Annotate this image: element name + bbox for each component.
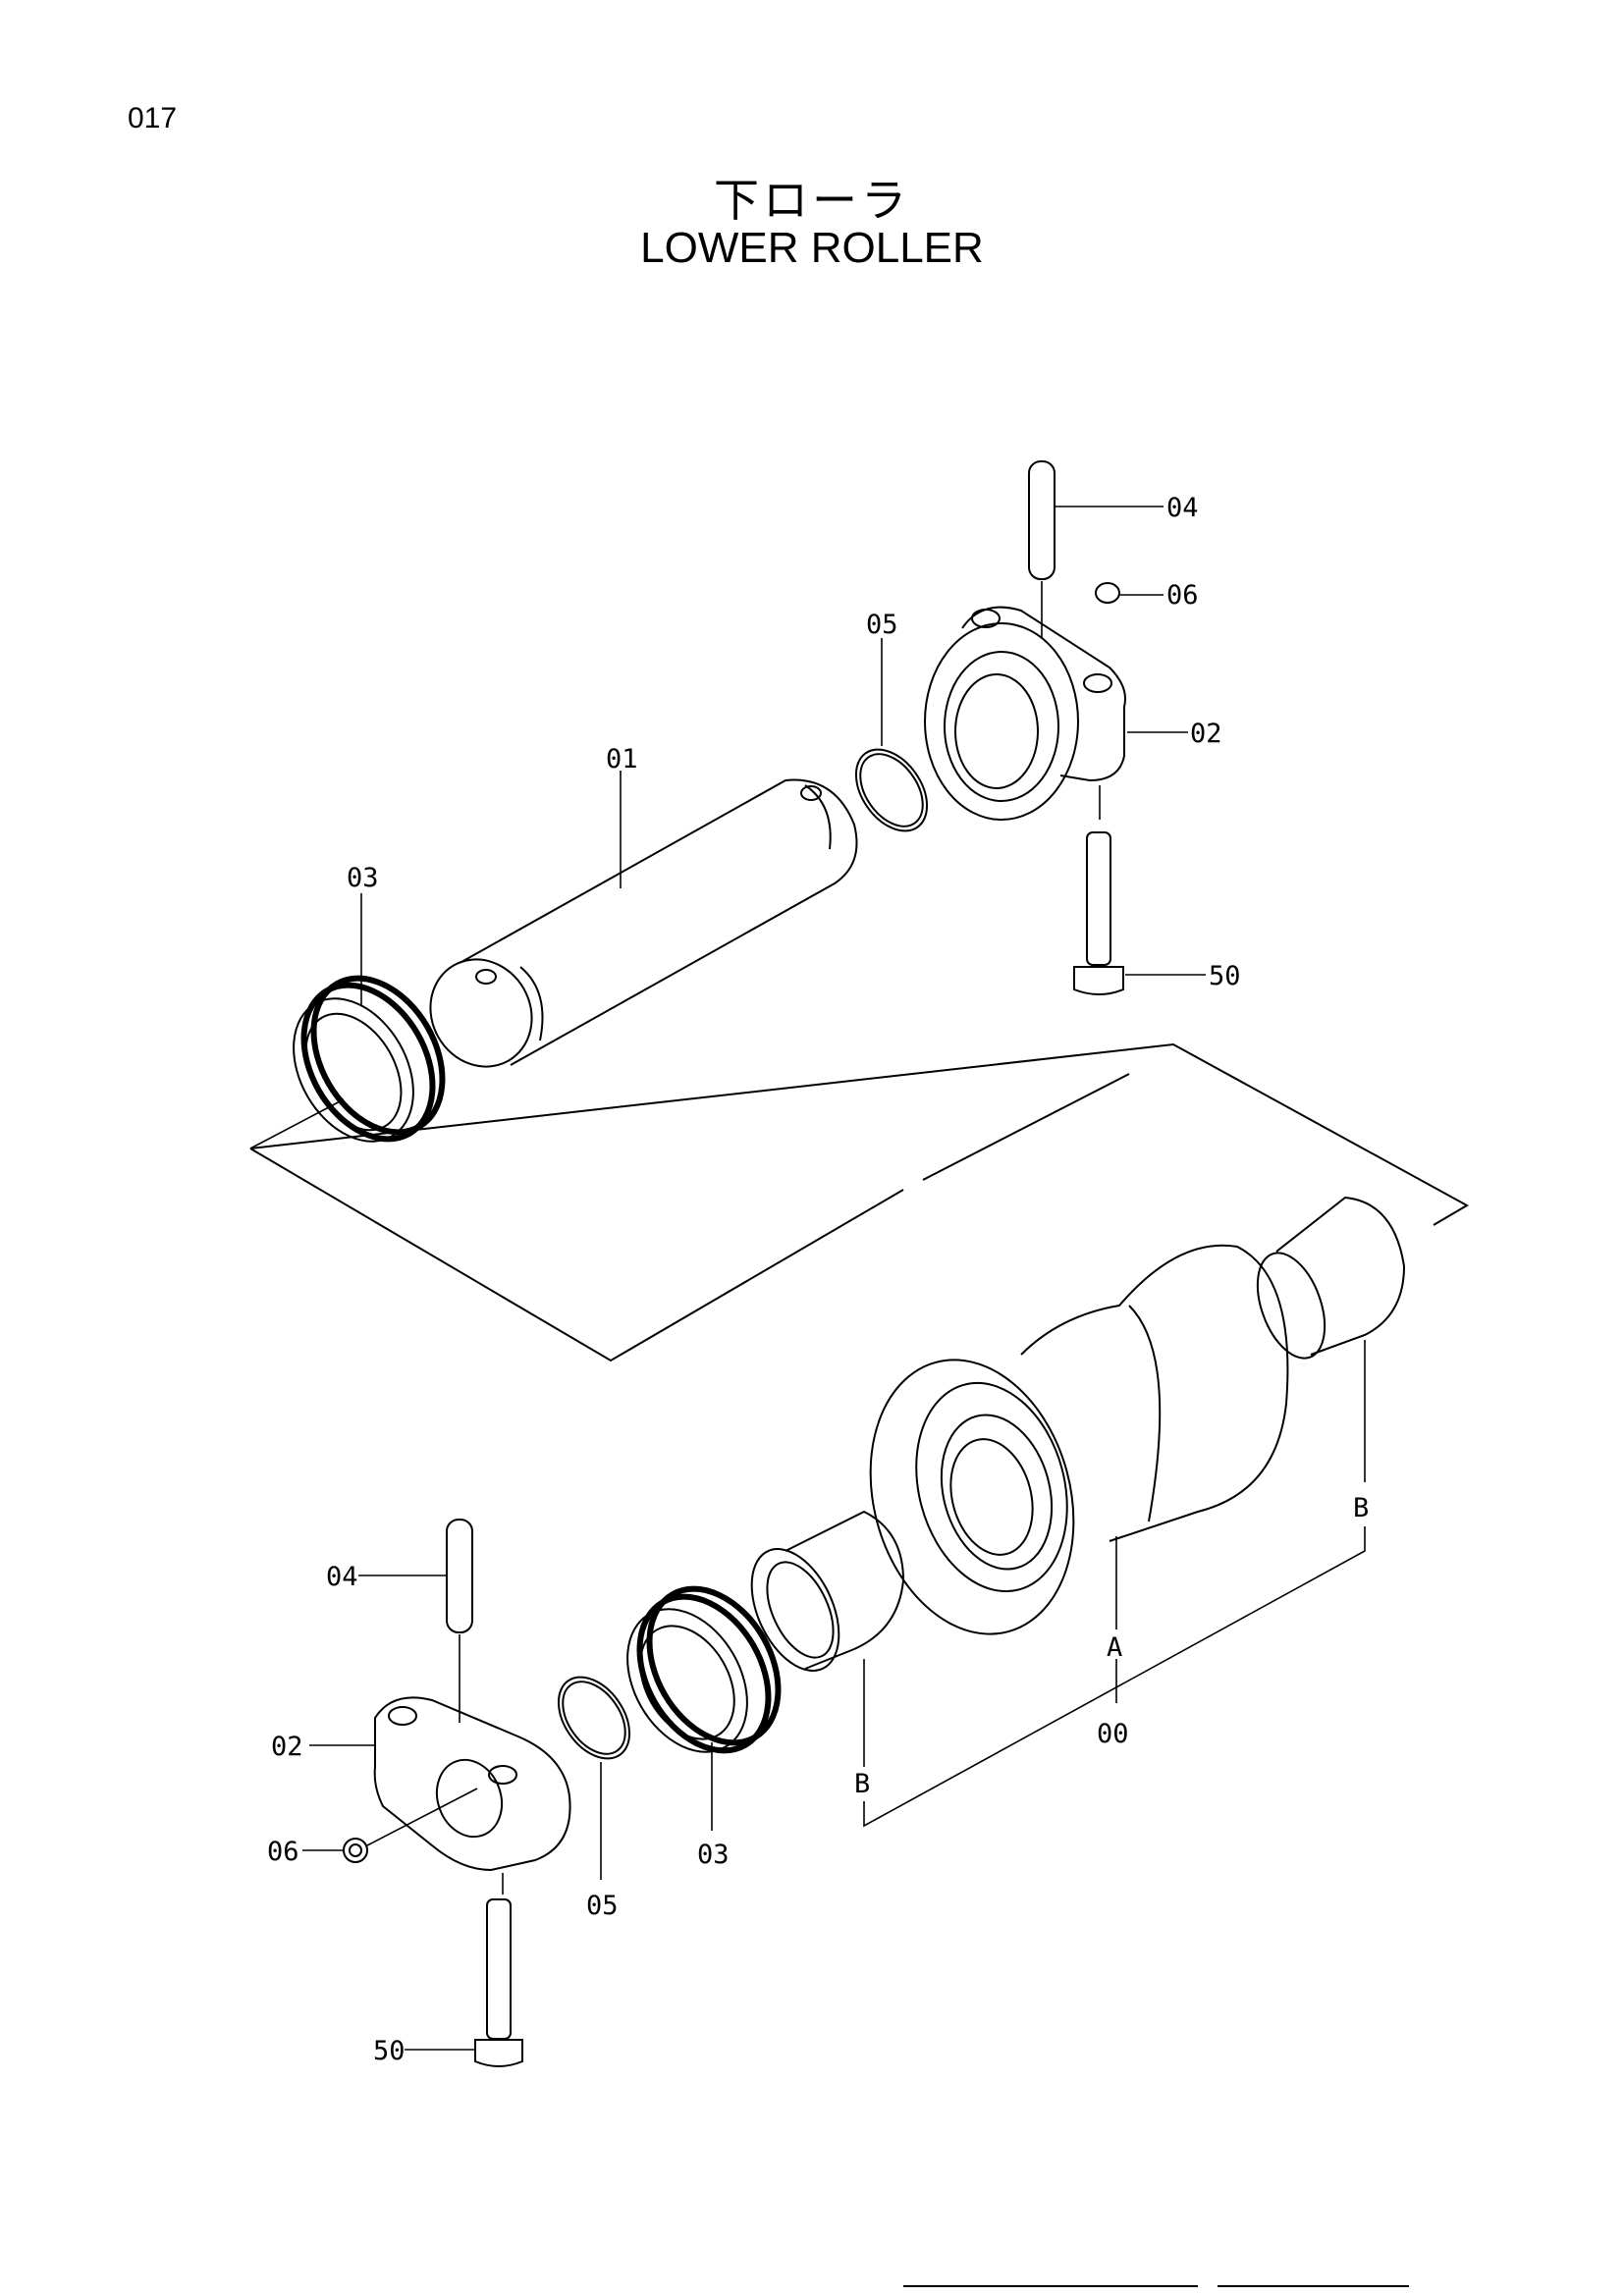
callout-upper-04: 04 — [1166, 493, 1199, 523]
callout-upper-01: 01 — [606, 744, 638, 774]
assembly-frame-lower — [249, 1073, 1130, 1362]
callout-ref-b-right: B — [1353, 1493, 1369, 1523]
callout-upper-02: 02 — [1190, 719, 1222, 749]
callout-upper-50: 50 — [1209, 961, 1241, 991]
title-japanese: 下ローラ — [714, 174, 910, 227]
bolt-upper — [1073, 831, 1206, 995]
callout-lower-50: 50 — [373, 2036, 406, 2066]
callout-upper-06: 06 — [1166, 580, 1199, 611]
collar-lower — [309, 1696, 571, 1895]
o-ring-upper — [854, 638, 929, 832]
shaft — [429, 771, 858, 1068]
callout-upper-05: 05 — [866, 610, 898, 640]
footer-rule — [903, 2285, 1198, 2287]
callout-lower-06: 06 — [267, 1837, 299, 1867]
pin-upper — [1028, 460, 1164, 638]
plug-upper — [1095, 582, 1164, 604]
page-number: 017 — [128, 102, 178, 134]
callout-lower-00: 00 — [1097, 1719, 1129, 1749]
callout-lower-05: 05 — [586, 1891, 619, 1921]
bushing-right — [1256, 1196, 1406, 1482]
bushing-left — [750, 1510, 905, 1767]
callout-lower-04: 04 — [326, 1562, 358, 1592]
bolt-lower — [405, 1898, 523, 2067]
o-ring-lower — [557, 1676, 631, 1880]
roller-body — [869, 1244, 1289, 1703]
collar-upper — [924, 606, 1188, 821]
pin-lower — [358, 1519, 473, 1723]
callout-ref-b-left: B — [854, 1769, 870, 1799]
seal-lower — [626, 1585, 782, 1831]
callout-lower-03: 03 — [697, 1840, 730, 1870]
footer-rule-right — [1218, 2285, 1409, 2287]
seal-upper — [249, 893, 446, 1149]
callout-ref-a: A — [1107, 1632, 1122, 1663]
plug-lower — [302, 1788, 478, 1863]
ref-bracket — [863, 1526, 1366, 1828]
title-english: LOWER ROLLER — [640, 224, 984, 272]
assembly-frame — [249, 1042, 1470, 1226]
callout-upper-03: 03 — [347, 863, 379, 893]
callout-lower-02: 02 — [271, 1732, 303, 1762]
